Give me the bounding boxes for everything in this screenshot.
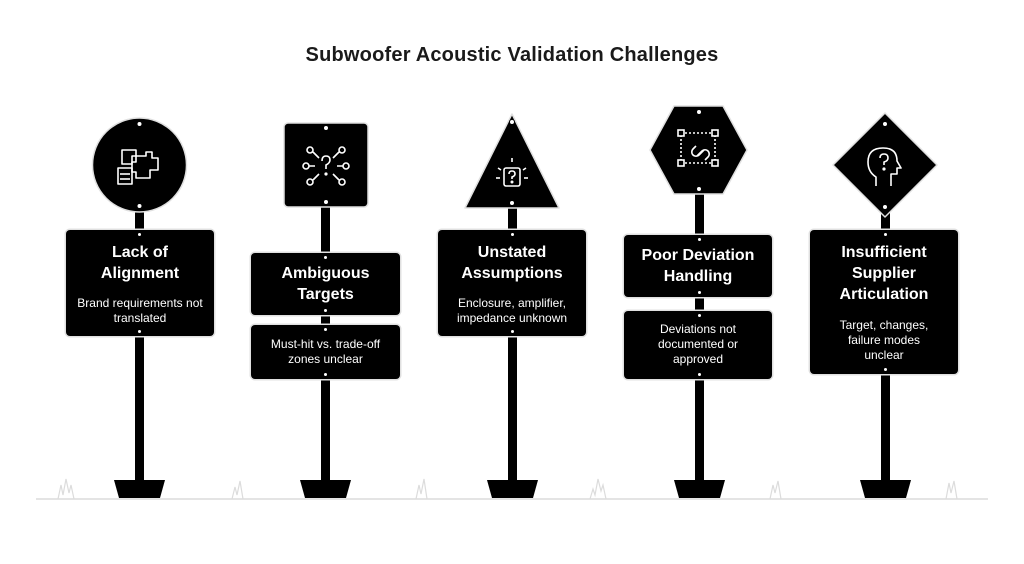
rivet [323, 372, 328, 377]
sign-insufficient-supplier: Insufficient Supplier Articulation Targe… [810, 230, 958, 374]
sign-heading: Unstated Assumptions [461, 244, 563, 282]
sign-heading: Poor Deviation Handling [641, 247, 755, 285]
sign-hexagon [649, 105, 748, 195]
rivet [883, 367, 888, 372]
rivet [697, 372, 702, 377]
sign-description: Enclosure, amplifier, impedance unknown [456, 296, 568, 325]
sign-diamond [832, 112, 938, 218]
sign-triangle [464, 113, 560, 209]
sign-description: Brand requirements not translated [77, 296, 203, 325]
puzzle-pieces-icon [117, 149, 159, 185]
broken-link-icon [677, 129, 719, 167]
thinking-head-icon [867, 147, 902, 186]
rivet [883, 232, 888, 237]
sign-heading: Insufficient Supplier Articulation [839, 244, 929, 303]
rivet [137, 232, 142, 237]
sign-description: Must-hit vs. trade-off zones unclear [270, 337, 381, 366]
rivet [510, 329, 515, 334]
diagram-title: Subwoofer Acoustic Validation Challenges [305, 44, 719, 66]
sign-square [283, 122, 369, 208]
sign-description: Target, changes, failure modes unclear [839, 318, 929, 362]
pole-bases [114, 480, 911, 498]
sign-heading: Lack of Alignment [100, 244, 180, 282]
sign-ambiguous-targets-detail: Must-hit vs. trade-off zones unclear [251, 325, 400, 379]
sign-unstated-assumptions: Unstated Assumptions Enclosure, amplifie… [438, 230, 586, 336]
sign-circle [91, 117, 188, 213]
rivet [137, 329, 142, 334]
rivet [323, 255, 328, 260]
sign-ambiguous-targets-header: Ambiguous Targets [251, 253, 400, 315]
rivet [510, 232, 515, 237]
question-box-icon [496, 158, 528, 187]
rivet [697, 313, 702, 318]
rivet [323, 308, 328, 313]
rivet [323, 327, 328, 332]
sign-poor-deviation-header: Poor Deviation Handling [624, 235, 772, 297]
sign-heading: Ambiguous Targets [281, 265, 370, 303]
sign-poor-deviation-detail: Deviations not documented or approved [624, 311, 772, 379]
rivet [697, 290, 702, 295]
branching-question-icon [302, 146, 350, 186]
sign-description: Deviations not documented or approved [657, 322, 739, 366]
rivet [697, 237, 702, 242]
ground [36, 478, 988, 500]
sign-lack-of-alignment: Lack of Alignment Brand requirements not… [66, 230, 214, 336]
